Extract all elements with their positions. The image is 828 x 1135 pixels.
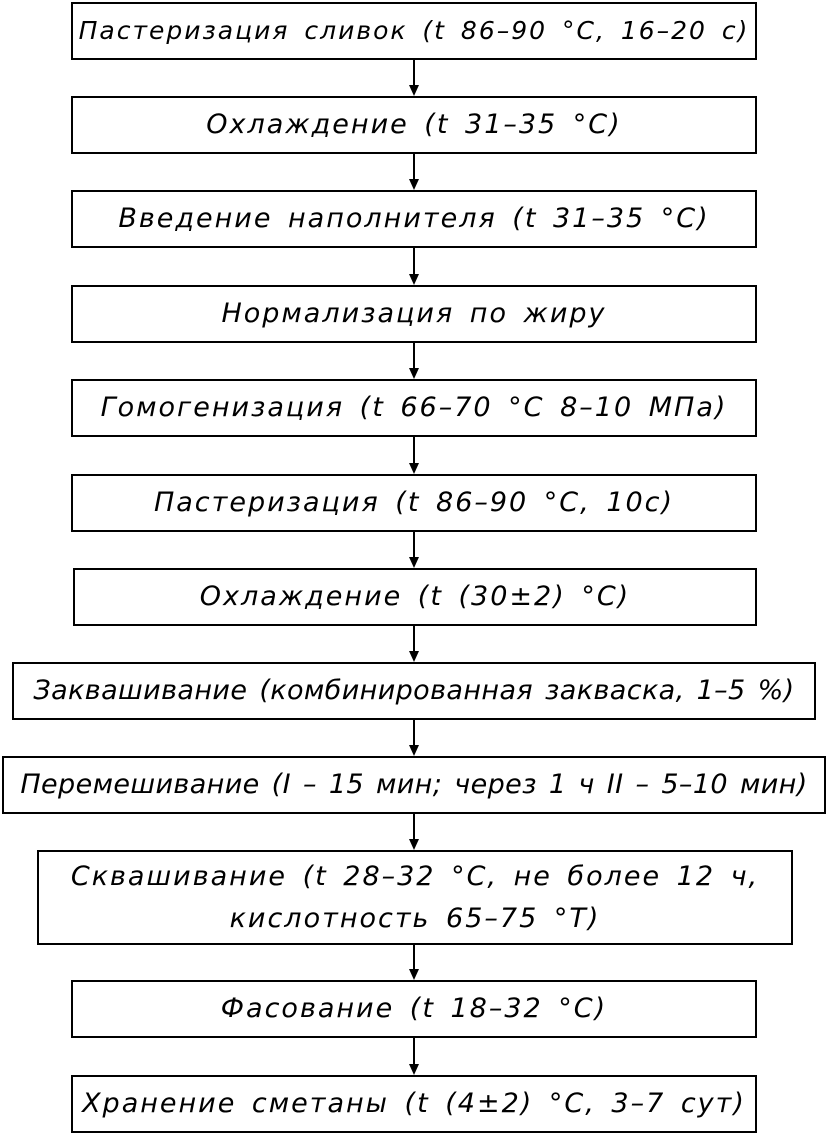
step-label: Нормализация по жиру xyxy=(221,298,607,329)
connector-line xyxy=(413,437,415,464)
arrow-down-icon xyxy=(409,85,419,96)
step-label: Хранение сметаны (t (4±2) °С, 3–7 сут) xyxy=(82,1088,746,1119)
connector-line xyxy=(413,945,415,970)
process-step-7: Охлаждение (t (30±2) °С) xyxy=(73,568,757,626)
step-label: Введение наполнителя (t 31–35 °С) xyxy=(118,203,710,234)
connector-line xyxy=(413,248,415,275)
arrow-down-icon xyxy=(409,839,419,850)
arrow-down-icon xyxy=(409,463,419,474)
connector-line xyxy=(413,814,415,840)
arrow-down-icon xyxy=(409,745,419,756)
step-label: Охлаждение (t (30±2) °С) xyxy=(199,581,631,612)
connector-line xyxy=(413,60,415,86)
process-step-1: Пастеризация сливок (t 86–90 °С, 16–20 с… xyxy=(71,2,757,60)
step-label: Пастеризация сливок (t 86–90 °С, 16–20 с… xyxy=(78,16,750,45)
connector-line xyxy=(413,1038,415,1065)
process-step-3: Введение наполнителя (t 31–35 °С) xyxy=(71,190,757,248)
arrow-down-icon xyxy=(409,969,419,980)
arrow-down-icon xyxy=(409,651,419,662)
step-label: Гомогенизация (t 66–70 °С 8–10 МПа) xyxy=(100,392,728,423)
step-label: Фасование (t 18–32 °С) xyxy=(220,993,608,1024)
process-step-12: Хранение сметаны (t (4±2) °С, 3–7 сут) xyxy=(71,1075,757,1133)
arrow-down-icon xyxy=(409,179,419,190)
arrow-down-icon xyxy=(409,557,419,568)
process-step-5: Гомогенизация (t 66–70 °С 8–10 МПа) xyxy=(71,379,757,437)
process-step-11: Фасование (t 18–32 °С) xyxy=(71,980,757,1038)
step-label: Охлаждение (t 31–35 °С) xyxy=(206,109,622,140)
connector-line xyxy=(413,720,415,746)
step-label: Сквашивание (t 28–32 °С, не более 12 ч, xyxy=(70,860,760,892)
connector-line xyxy=(413,343,415,369)
step-label: Пастеризация (t 86–90 °С, 10с) xyxy=(153,487,675,518)
step-label: кислотность 65–75 °Т) xyxy=(229,902,601,934)
arrow-down-icon xyxy=(409,274,419,285)
connector-line xyxy=(413,532,415,558)
process-step-8: Заквашивание (комбинированная закваска, … xyxy=(12,662,816,720)
process-step-10: Сквашивание (t 28–32 °С, не более 12 ч, к… xyxy=(37,850,793,945)
arrow-down-icon xyxy=(409,368,419,379)
process-step-9: Перемешивание (I – 15 мин; через 1 ч II … xyxy=(2,756,826,814)
step-label: Заквашивание (комбинированная закваска, … xyxy=(33,675,795,706)
arrow-down-icon xyxy=(409,1064,419,1075)
process-step-2: Охлаждение (t 31–35 °С) xyxy=(71,96,757,154)
connector-line xyxy=(413,626,415,652)
step-label: Перемешивание (I – 15 мин; через 1 ч II … xyxy=(20,769,808,800)
process-step-6: Пастеризация (t 86–90 °С, 10с) xyxy=(71,474,757,532)
connector-line xyxy=(413,154,415,180)
process-step-4: Нормализация по жиру xyxy=(71,285,757,343)
